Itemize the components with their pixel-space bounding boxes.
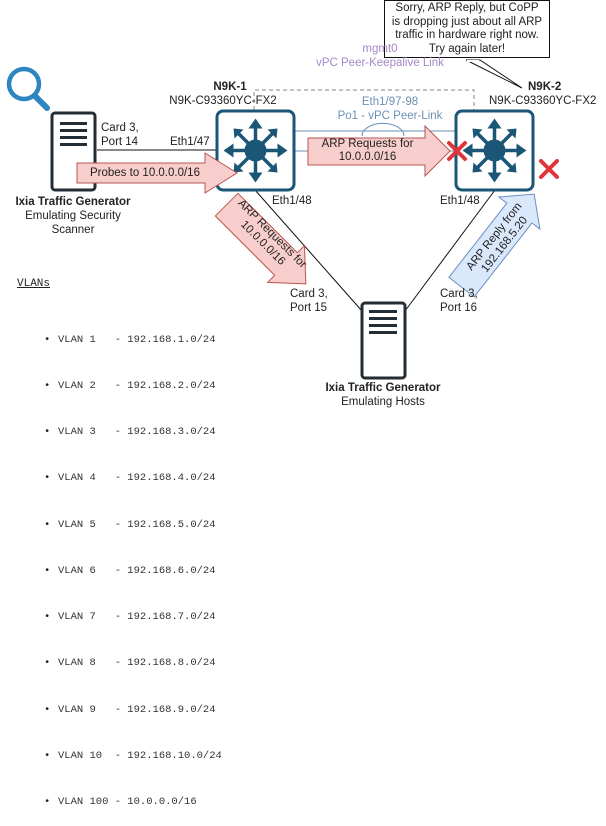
diagram-canvas <box>6 59 559 380</box>
vlan-item: VLAN 7 - 192.168.7.0/24 <box>44 610 222 625</box>
drop-x-icon-reply <box>539 159 559 179</box>
copp-callout: Sorry, ARP Reply, but CoPP is dropping j… <box>384 0 550 58</box>
scanner-port-line-1: Card 3, <box>101 122 139 134</box>
switch-icon-n9k1 <box>215 109 296 192</box>
callout-pointer <box>465 59 523 89</box>
hosts-port-right-line-1: Card 3, <box>440 288 478 300</box>
switch1-port-eth1-48: Eth1/48 <box>272 195 312 207</box>
callout-line: is dropping just about all ARP <box>391 15 543 28</box>
switch1-name: N9K-1 <box>213 81 247 93</box>
peerlink-label: Eth1/97-98 Po1 - vPC Peer-Link <box>320 95 460 123</box>
hosts-title: Ixia Traffic Generator <box>325 382 441 394</box>
callout-line: Sorry, ARP Reply, but CoPP <box>395 2 539 14</box>
link-switch2-hosts <box>404 189 496 312</box>
callout-line: traffic in hardware right now. <box>395 29 539 41</box>
switch2-port-eth1-48: Eth1/48 <box>440 195 480 207</box>
arp-reply-arrow <box>448 193 541 298</box>
vlan-item: VLAN 1 - 192.168.1.0/24 <box>44 333 222 348</box>
probes-arrow-label: Probes to 10.0.0.0/16 <box>90 167 200 179</box>
hosts-subtitle: Emulating Hosts <box>341 396 425 408</box>
vlans-title: VLANs <box>17 278 51 290</box>
server-icon-hosts <box>360 301 407 380</box>
hosts-port-right-line-2: Port 16 <box>440 302 478 314</box>
switch-icon-n9k2 <box>454 109 535 192</box>
scanner-subtitle-2: Scanner <box>51 224 95 236</box>
vlan-item: VLAN 2 - 192.168.2.0/24 <box>44 379 222 394</box>
arp-peer-line-1: ARP Requests for <box>321 138 414 150</box>
arp-down-arrow <box>214 192 307 285</box>
magnifier-icon <box>6 66 50 111</box>
switch1-port-eth1-47: Eth1/47 <box>170 136 210 148</box>
hosts-port-left-line-1: Card 3, <box>290 288 328 300</box>
drop-x-icon-peer <box>447 141 467 161</box>
keepalive-label: mgmt0 vPC Peer-Keepalive Link <box>300 42 460 70</box>
vlan-item: VLAN 100 - 10.0.0.0/16 <box>44 795 222 810</box>
link-keepalive <box>253 89 475 110</box>
port-channel-ellipse <box>361 122 405 137</box>
arp-peer-arrow <box>307 124 451 178</box>
keepalive-line-1: mgmt0 <box>362 43 398 55</box>
switch1-model: N9K-C93360YC-FX2 <box>169 95 277 107</box>
arp-peer-arrow-label: ARP Requests for 10.0.0.0/16 <box>310 138 425 164</box>
scanner-subtitle-1: Emulating Security <box>25 210 121 222</box>
hosts-port-left-line-2: Port 15 <box>290 302 328 314</box>
vlan-list: VLAN 1 - 192.168.1.0/24 VLAN 2 - 192.168… <box>44 302 222 826</box>
callout-line: Try again later! <box>428 42 506 55</box>
vlan-item: VLAN 4 - 192.168.4.0/24 <box>44 471 222 486</box>
vlan-item: VLAN 3 - 192.168.3.0/24 <box>44 425 222 440</box>
switch2-name: N9K-2 <box>528 81 562 93</box>
arp-peer-line-2: 10.0.0.0/16 <box>338 151 397 163</box>
peerlink-line-1: Eth1/97-98 <box>361 96 419 108</box>
vlan-item: VLAN 6 - 192.168.6.0/24 <box>44 564 222 579</box>
vlan-item: VLAN 9 - 192.168.9.0/24 <box>44 703 222 718</box>
scanner-port-line-2: Port 14 <box>101 136 139 148</box>
vlan-item: VLAN 10 - 192.168.10.0/24 <box>44 749 222 764</box>
probes-arrow <box>76 152 238 194</box>
vlan-item: VLAN 8 - 192.168.8.0/24 <box>44 656 222 671</box>
switch2-model: N9K-C93360YC-FX2 <box>489 95 597 107</box>
vlan-item: VLAN 5 - 192.168.5.0/24 <box>44 518 222 533</box>
keepalive-line-2: vPC Peer-Keepalive Link <box>316 57 444 69</box>
scanner-title: Ixia Traffic Generator <box>15 196 131 208</box>
peerlink-line-2: Po1 - vPC Peer-Link <box>337 110 443 122</box>
link-switch1-hosts <box>254 189 363 312</box>
